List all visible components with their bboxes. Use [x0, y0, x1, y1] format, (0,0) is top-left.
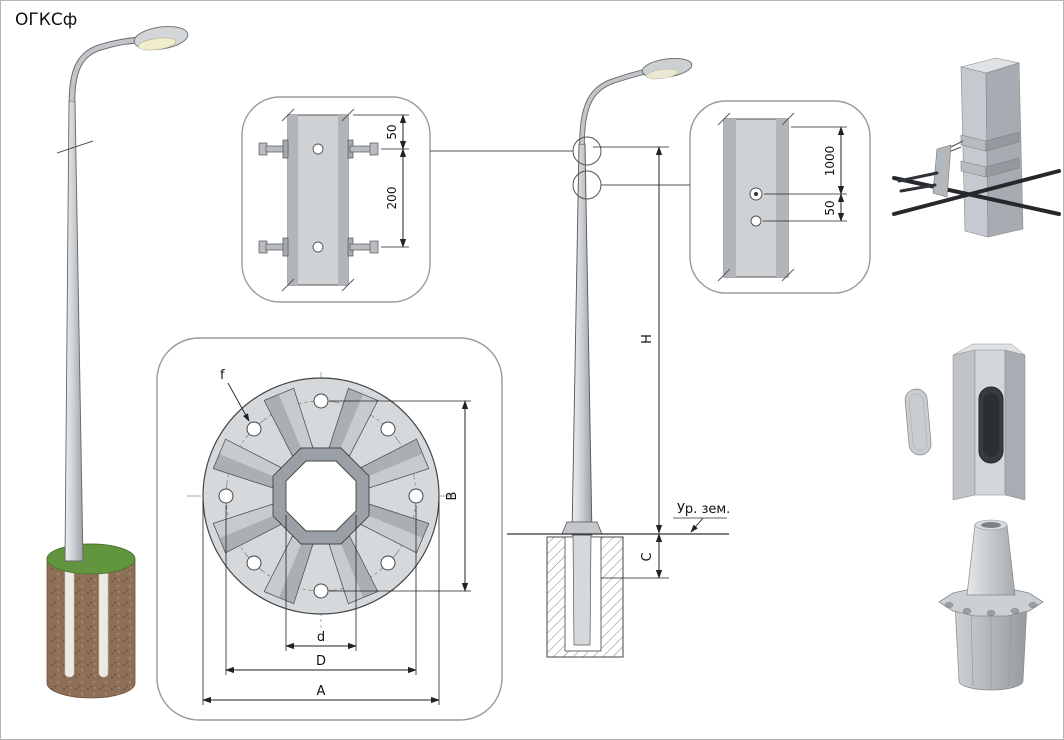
bolt-hole — [246, 555, 262, 571]
break-mark — [56, 140, 94, 154]
flange-bolt — [986, 610, 996, 616]
detail-marker-top — [572, 136, 602, 166]
pole-inner-octagon — [285, 460, 357, 532]
pole-embedded — [572, 534, 592, 646]
dim-text-50: 50 — [385, 124, 399, 139]
bolt-hole — [408, 488, 424, 504]
pole-base-collar — [561, 521, 603, 535]
tube-bore — [981, 522, 1001, 528]
detail-marker-bottom — [572, 170, 602, 200]
leader-f — [227, 382, 250, 422]
lamp-arm-outline — [68, 36, 139, 102]
label-B: B — [445, 492, 460, 501]
bolt-row-top — [258, 139, 379, 159]
slab-edge-right — [338, 115, 348, 285]
lamp-arm — [580, 69, 649, 145]
conduit-left — [64, 562, 75, 678]
lower-hole — [750, 215, 762, 227]
wedge-clamp — [932, 144, 952, 198]
ground-label: Ур. зем. — [677, 502, 730, 517]
page-title: ОГКСф — [15, 10, 77, 30]
cable-grip — [897, 171, 939, 183]
label-C: C — [640, 552, 655, 561]
pole-shaft — [64, 100, 84, 562]
grass-top — [46, 543, 136, 575]
door-pole-facet — [1004, 349, 1026, 501]
slab-edge-left — [288, 115, 298, 285]
cable-grip — [899, 183, 937, 193]
door-pole-facet — [952, 349, 976, 501]
label-D: D — [316, 654, 326, 669]
bolt-hole — [246, 421, 262, 437]
dim-text-1000: 1000 — [823, 146, 837, 177]
door-cover — [904, 388, 932, 456]
detail-callout-pin-joint: 1000 50 — [689, 100, 871, 294]
flange-bolt — [944, 602, 954, 608]
pole-left-face — [960, 66, 989, 238]
bolt-hole — [218, 488, 234, 504]
dim-text-50b: 50 — [823, 200, 837, 215]
lamp-lens — [645, 68, 679, 80]
label-H: H — [640, 334, 655, 344]
pole-shaft-elevation — [571, 143, 593, 536]
bolt-hole — [380, 555, 396, 571]
flange-bolt — [1010, 608, 1020, 614]
label-A: A — [317, 684, 326, 699]
bolt-hole — [313, 393, 329, 409]
render-base-flange — [938, 519, 1044, 691]
detail-callout-bolted-joint: 50 200 — [241, 96, 431, 303]
foundation-cylinder — [46, 558, 136, 699]
bolt-row-bottom — [258, 237, 379, 257]
render-cable-clamp — [892, 57, 1061, 238]
pole-elevation: Ур. зем. H C — [507, 57, 730, 658]
bolt-hole — [312, 241, 324, 253]
flange-tube — [966, 524, 1016, 596]
lamp-arm — [69, 37, 139, 102]
label-d: d — [317, 630, 325, 645]
bolt-hole — [313, 583, 329, 599]
ground-leader — [690, 517, 704, 533]
lamp-lens — [137, 37, 177, 51]
render-access-door — [904, 343, 1026, 501]
flange-bolt — [962, 608, 972, 614]
cable — [892, 176, 1061, 216]
bolt-hole — [312, 143, 324, 155]
pin-center — [754, 192, 758, 196]
cable — [892, 169, 1061, 216]
dim-text-200: 200 — [385, 187, 399, 210]
label-f: f — [220, 368, 225, 383]
bolt-hole — [380, 421, 396, 437]
pole-right-face — [985, 62, 1024, 238]
pole-3d-render — [46, 25, 189, 699]
flange-bolt — [1028, 602, 1038, 608]
conduit-right — [98, 562, 109, 678]
flange-plan-callout: f B d D A — [156, 337, 503, 721]
